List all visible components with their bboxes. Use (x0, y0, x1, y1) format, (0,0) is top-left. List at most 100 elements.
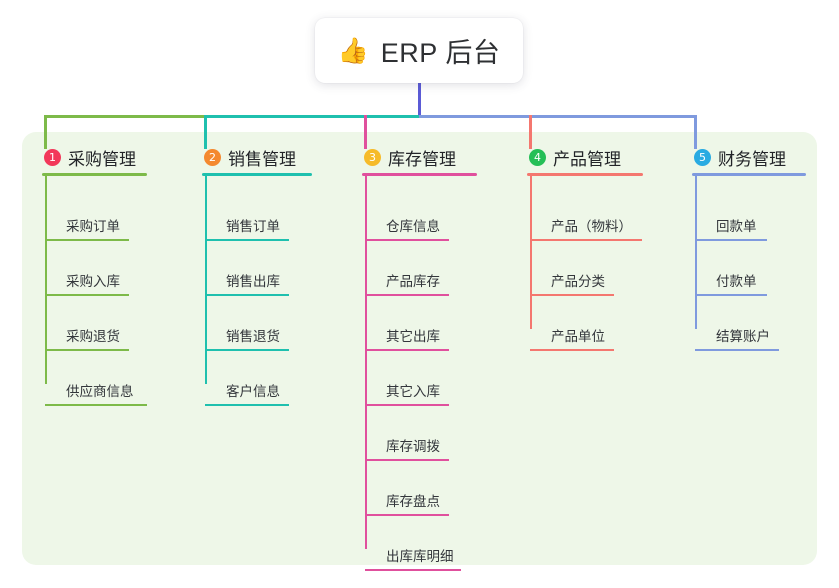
branch-drop-4 (528, 114, 532, 149)
branch-item-rule (205, 349, 289, 351)
page-title: ERP 后台 (380, 38, 501, 68)
branch-header-3[interactable]: 3 库存管理 (362, 145, 477, 176)
branch-items: 仓库信息产品库存其它出库其它入库库存调拨库存盘点出库库明细 (362, 186, 461, 571)
branch-item-rule (530, 239, 642, 241)
branch-title: 财务管理 (718, 149, 786, 169)
branch-item[interactable]: 其它出库 (362, 296, 456, 351)
branch-item-rule (530, 294, 614, 296)
branch-item-label: 回款单 (716, 219, 757, 234)
branch-item[interactable]: 回款单 (692, 186, 786, 241)
branch-item[interactable]: 结算账户 (692, 296, 786, 351)
branch-number-badge: 1 (44, 148, 61, 166)
branch-item-rule (530, 349, 614, 351)
branch-header-2[interactable]: 2 销售管理 (202, 145, 312, 176)
branch-item[interactable]: 销售出库 (202, 241, 296, 296)
branch-stem (530, 176, 532, 329)
branch-item[interactable]: 采购退货 (42, 296, 136, 351)
branch-header-rule (362, 173, 477, 176)
branch-column-2: 2 销售管理销售订单销售出库销售退货客户信息 (202, 145, 312, 406)
branch-item-label: 库存盘点 (386, 494, 440, 509)
branch-item-rule (205, 294, 289, 296)
branch-header-rule (42, 173, 147, 176)
branches-panel (22, 132, 817, 565)
branch-stem (695, 176, 697, 329)
branch-header-rule (202, 173, 312, 176)
branch-item[interactable]: 仓库信息 (362, 186, 456, 241)
branch-item-rule (365, 294, 449, 296)
branch-item[interactable]: 采购订单 (42, 186, 136, 241)
branch-drop-3 (363, 114, 367, 149)
branch-item[interactable]: 库存盘点 (362, 461, 456, 516)
branch-number-badge: 2 (204, 148, 221, 166)
branch-column-1: 1 采购管理采购订单采购入库采购退货供应商信息 (42, 145, 147, 406)
branch-item-rule (205, 239, 289, 241)
branch-item-label: 付款单 (716, 274, 757, 289)
branch-number-badge: 3 (364, 148, 381, 166)
branch-item-rule (365, 514, 449, 516)
branch-item-label: 采购退货 (66, 329, 120, 344)
branch-item-rule (45, 349, 129, 351)
bus-segment-1 (205, 114, 419, 118)
branch-item-label: 采购入库 (66, 274, 120, 289)
branch-header-rule (692, 173, 806, 176)
branch-item-rule (45, 239, 129, 241)
bus-segment-0 (45, 114, 205, 118)
branch-item-rule (695, 239, 767, 241)
branch-item[interactable]: 供应商信息 (42, 351, 147, 406)
branch-item-rule (365, 404, 449, 406)
branch-header-5[interactable]: 5 财务管理 (692, 145, 806, 176)
branch-item[interactable]: 采购入库 (42, 241, 136, 296)
branch-number-badge: 5 (694, 148, 711, 166)
branch-item-label: 产品分类 (551, 274, 605, 289)
branch-item-label: 销售退货 (226, 329, 280, 344)
branch-item-label: 出库库明细 (386, 549, 454, 564)
branch-item-rule (695, 294, 767, 296)
branch-item[interactable]: 产品单位 (527, 296, 621, 351)
branch-items: 销售订单销售出库销售退货客户信息 (202, 186, 296, 406)
branch-item[interactable]: 付款单 (692, 241, 786, 296)
branch-drop-1 (43, 114, 47, 149)
branch-item[interactable]: 库存调拨 (362, 406, 456, 461)
branch-drop-2 (203, 114, 207, 149)
branch-title: 销售管理 (228, 149, 296, 169)
branch-item-rule (365, 349, 449, 351)
branch-item-rule (45, 404, 147, 406)
branch-item-label: 其它入库 (386, 384, 440, 399)
branch-item-rule (695, 349, 779, 351)
branch-title: 采购管理 (68, 149, 136, 169)
branch-item-label: 销售出库 (226, 274, 280, 289)
branch-column-3: 3 库存管理仓库信息产品库存其它出库其它入库库存调拨库存盘点出库库明细 (362, 145, 477, 571)
branch-item[interactable]: 产品库存 (362, 241, 456, 296)
branch-item[interactable]: 产品（物料） (527, 186, 642, 241)
branch-title: 库存管理 (388, 149, 456, 169)
branch-item-label: 销售订单 (226, 219, 280, 234)
branch-stem (205, 176, 207, 384)
branch-item-rule (365, 459, 449, 461)
branch-item-label: 客户信息 (226, 384, 280, 399)
branch-item-label: 产品单位 (551, 329, 605, 344)
branch-item[interactable]: 其它入库 (362, 351, 456, 406)
branch-item[interactable]: 出库库明细 (362, 516, 461, 571)
branch-drop-5 (693, 114, 697, 149)
branch-item-label: 产品（物料） (551, 219, 632, 234)
branch-item-label: 供应商信息 (66, 384, 134, 399)
branch-item[interactable]: 客户信息 (202, 351, 296, 406)
bus-segment-2 (419, 114, 695, 118)
branch-item-rule (365, 569, 461, 571)
branch-item[interactable]: 销售订单 (202, 186, 296, 241)
branch-title: 产品管理 (553, 149, 621, 169)
branch-items: 回款单付款单结算账户 (692, 186, 786, 351)
branch-item[interactable]: 销售退货 (202, 296, 296, 351)
branch-items: 采购订单采购入库采购退货供应商信息 (42, 186, 147, 406)
branch-stem (45, 176, 47, 384)
branch-item-rule (45, 294, 129, 296)
branch-item-rule (365, 239, 449, 241)
branch-column-5: 5 财务管理回款单付款单结算账户 (692, 145, 806, 351)
branch-header-1[interactable]: 1 采购管理 (42, 145, 147, 176)
root-node-card[interactable]: 👍 ERP 后台 (315, 18, 523, 83)
branch-item[interactable]: 产品分类 (527, 241, 621, 296)
branch-item-label: 库存调拨 (386, 439, 440, 454)
